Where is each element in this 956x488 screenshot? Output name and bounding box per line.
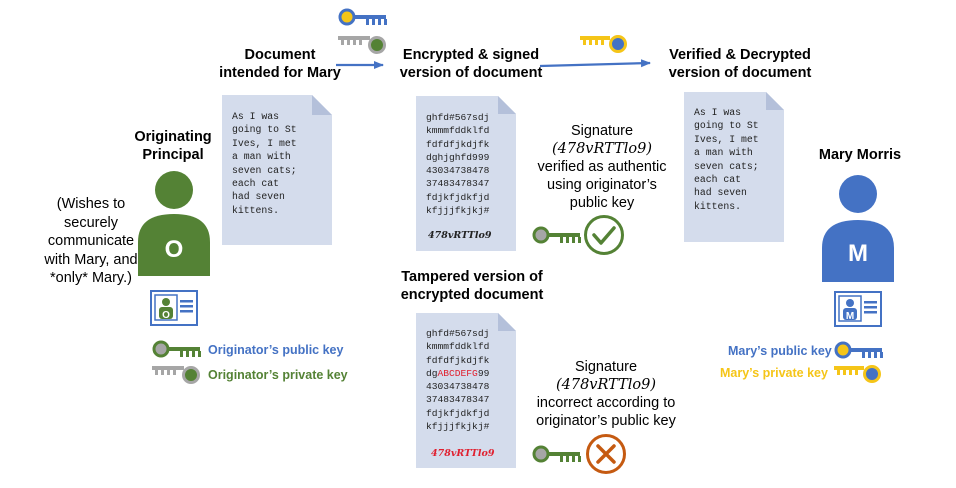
mary-public-key-legend-icon bbox=[834, 341, 883, 359]
label-wishes: (Wishes to securely communicate with Mar… bbox=[44, 196, 138, 286]
signature-incorrect-text: Signature (478vRTTlo9) incorrect accordi… bbox=[536, 359, 676, 429]
mary-private-key-icon bbox=[580, 35, 627, 53]
cross-icon bbox=[586, 434, 626, 474]
label-verified-decrypted: Verified & Decrypted version of document bbox=[668, 47, 812, 81]
encrypted-document-signature: 478vRTTlo9 bbox=[428, 230, 492, 241]
decrypted-document-shape bbox=[684, 92, 784, 242]
originator-public-key-check-icon bbox=[532, 445, 581, 463]
mary-private-key-legend-icon bbox=[834, 365, 881, 383]
mary-public-key-icon bbox=[338, 8, 387, 26]
label-mary-public-key: Mary’s public key bbox=[728, 344, 832, 358]
mary-avatar bbox=[822, 175, 894, 282]
decrypted-document: As I was going to St Ives, I met a man w… bbox=[694, 107, 759, 212]
label-originator-public-key: Originator’s public key bbox=[208, 343, 344, 357]
tampered-document: ghfd#567sdj kmmmfddklfd fdfdfjkdjfk dgAB… bbox=[426, 328, 490, 433]
originator-avatar bbox=[138, 171, 210, 276]
originator-private-key-icon bbox=[338, 36, 386, 54]
tampered-document-shape bbox=[416, 313, 516, 468]
label-originator-private-key: Originator’s private key bbox=[208, 368, 348, 382]
encrypted-document-shape bbox=[416, 96, 516, 251]
label-originating-principal: Originating Principal bbox=[134, 129, 212, 163]
arrow-to-verified bbox=[539, 59, 651, 68]
mary-avatar-letter: M bbox=[848, 240, 868, 267]
svg-text:O: O bbox=[162, 310, 170, 321]
check-icon bbox=[584, 215, 624, 255]
label-document-intended: Document intended for Mary bbox=[219, 47, 341, 81]
svg-text:M: M bbox=[846, 311, 854, 322]
tampered-document-signature: 478vRTTlo9 bbox=[431, 448, 495, 459]
mary-id-card-icon: M bbox=[834, 291, 882, 327]
plaintext-document: As I was going to St Ives, I met a man w… bbox=[232, 111, 297, 216]
encrypted-document: ghfd#567sdj kmmmfddklfd fdfdfjkdjfk dghj… bbox=[426, 112, 490, 217]
label-mary-private-key: Mary’s private key bbox=[720, 366, 828, 380]
originator-public-key-icon bbox=[152, 340, 201, 358]
plaintext-document-shape bbox=[222, 95, 332, 245]
originator-public-key-verify-icon bbox=[532, 226, 581, 244]
originator-id-card-icon: O bbox=[150, 290, 198, 326]
label-tampered: Tampered version of encrypted document bbox=[400, 269, 544, 303]
label-encrypted-signed: Encrypted & signed version of document bbox=[399, 47, 543, 81]
tampered-inserted-text: ABCDEFG bbox=[437, 367, 478, 379]
originator-avatar-letter: O bbox=[164, 236, 184, 263]
signature-verified-text: Signature (478vRTTlo9) verified as authe… bbox=[537, 123, 667, 211]
label-mary-morris: Mary Morris bbox=[818, 147, 902, 163]
originator-private-key-legend-icon bbox=[152, 366, 200, 384]
